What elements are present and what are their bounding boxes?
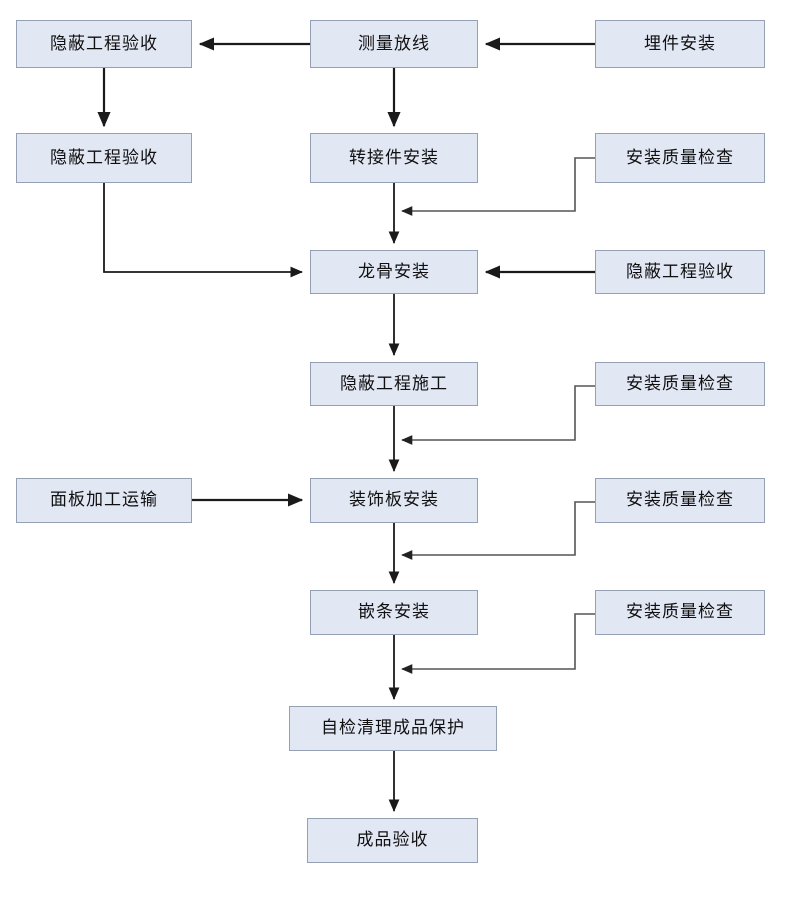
node-label: 面板加工运输 [50,490,158,510]
node-mianban-jiagong-yunshu[interactable]: 面板加工运输 [16,478,192,523]
node-yinbi-gongcheng-yanshou-2[interactable]: 隐蔽工程验收 [16,133,192,183]
node-label: 隐蔽工程验收 [50,33,158,54]
node-anzhuang-zhiliang-jiancha-4[interactable]: 安装质量检查 [595,590,765,635]
node-maijian-anzhuang[interactable]: 埋件安装 [595,20,765,68]
node-label: 嵌条安装 [358,602,430,622]
node-yinbi-gongcheng-shigong[interactable]: 隐蔽工程施工 [310,362,478,406]
node-label: 自检清理成品保护 [321,718,465,738]
node-qiantiao-anzhuang[interactable]: 嵌条安装 [310,590,478,635]
node-label: 测量放线 [358,33,430,54]
node-label: 隐蔽工程施工 [340,373,448,394]
node-label: 转接件安装 [349,147,439,168]
node-chengpin-yanshou[interactable]: 成品验收 [307,818,478,863]
node-label: 安装质量检查 [626,490,734,510]
edge-yinbi2-to-longgu [103,183,304,278]
node-zhuangshiban-anzhuang[interactable]: 装饰板安装 [310,478,478,523]
node-label: 隐蔽工程验收 [626,261,734,282]
node-label: 装饰板安装 [349,490,439,510]
node-longgu-anzhuang[interactable]: 龙骨安装 [310,250,478,294]
node-yinbi-gongcheng-yanshou-1[interactable]: 隐蔽工程验收 [16,20,192,68]
node-label: 龙骨安装 [358,261,430,282]
node-label: 成品验收 [356,830,429,850]
node-label: 安装质量检查 [626,147,734,168]
node-label: 隐蔽工程验收 [50,147,158,168]
node-zijian-qingli-chengpin-baohu[interactable]: 自检清理成品保护 [289,706,497,751]
node-anzhuang-zhiliang-jiancha-2[interactable]: 安装质量检查 [595,362,765,406]
node-anzhuang-zhiliang-jiancha-3[interactable]: 安装质量检查 [595,478,765,523]
node-celiang-fangxian[interactable]: 测量放线 [310,20,478,68]
node-label: 埋件安装 [644,33,716,54]
node-label: 安装质量检查 [626,373,734,394]
node-anzhuang-zhiliang-jiancha-1[interactable]: 安装质量检查 [595,133,765,183]
node-label: 安装质量检查 [626,602,734,622]
node-yinbi-gongcheng-yanshou-3[interactable]: 隐蔽工程验收 [595,250,765,294]
node-zhuanjiejian-anzhuang[interactable]: 转接件安装 [310,133,478,183]
